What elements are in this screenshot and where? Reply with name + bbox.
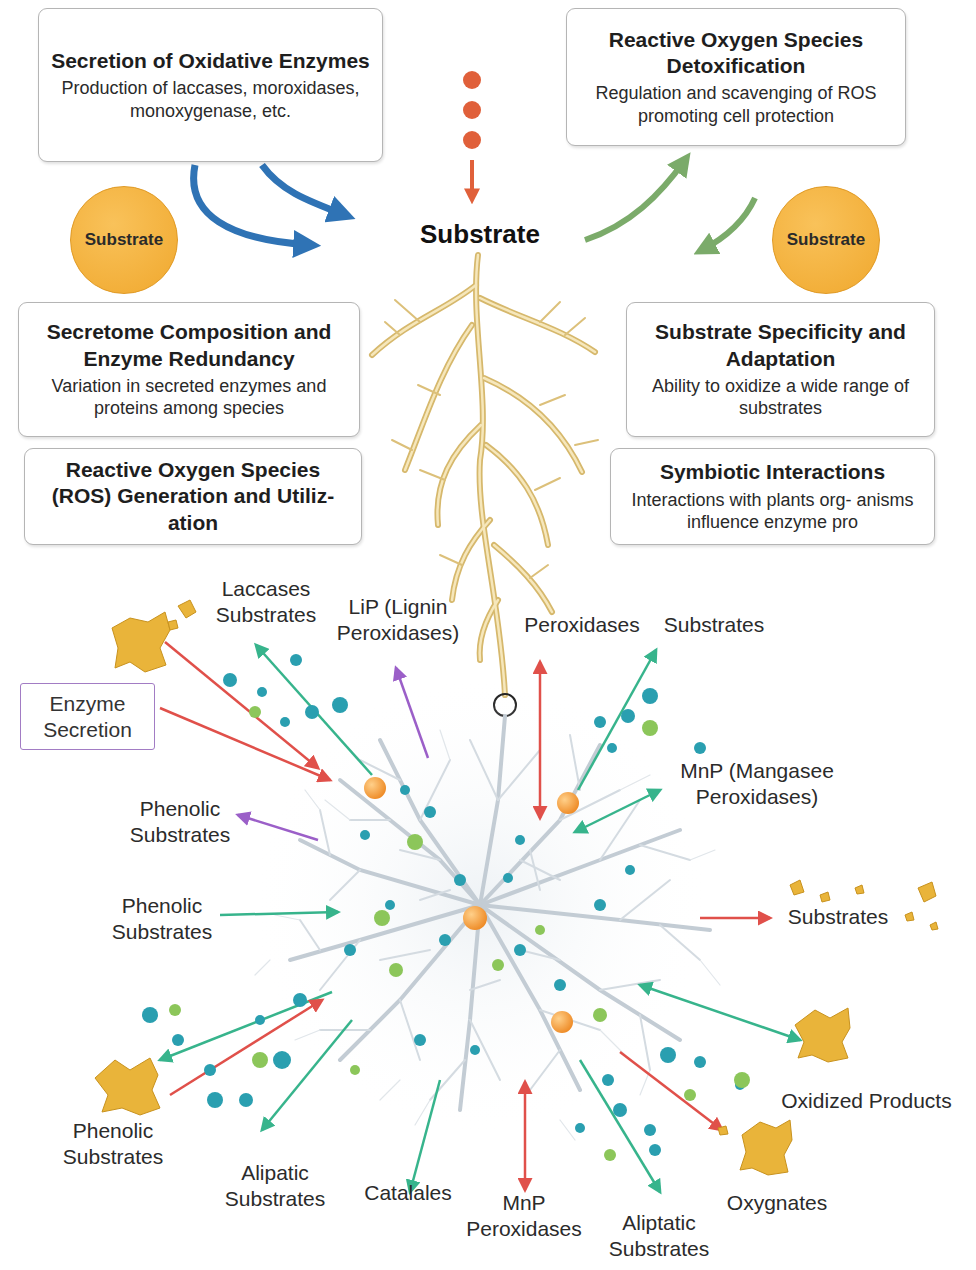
text-label: LiP (Lignin Peroxidases) [322,594,474,647]
text-label: Alipatic Substrates [216,1160,334,1213]
text-label: Aliptatic Substrates [600,1210,718,1263]
node-heading: Secretion of Oxidative Enzymes [51,48,370,74]
enzyme-spheres [364,777,579,1033]
text-label: Catalales [352,1180,464,1206]
flow-arrow [702,198,755,250]
process-box: Secretome Composition and Enzyme Redunda… [18,302,360,437]
node-heading: Substrate [787,230,865,250]
callout-box: Enzyme Secretion [20,683,155,750]
text-label: Laccases Substrates [196,576,336,629]
flow-arrow [585,160,685,240]
text-label: Phenolic Substrates [50,1118,176,1171]
flow-arrow [470,160,474,198]
text-label: Substrates [776,904,900,930]
text-label: Substrates [652,612,776,638]
enzyme-dots [142,654,745,1156]
text-label: MnP (Mangasee Peroxidases) [662,758,852,811]
process-box: Secretion of Oxidative EnzymesProduction… [38,8,383,162]
node-heading: Reactive Oxygen Species (ROS) Generation… [37,457,349,536]
process-box: Reactive Oxygen Species DetoxificationRe… [566,8,906,146]
center-label: Substrate [398,218,562,251]
dot [463,71,481,89]
text-label: Oxygnates [714,1190,840,1216]
node-heading: Substrate Specificity and Adaptation [639,319,922,372]
flow-arrow [262,165,345,215]
enzyme-arrows [160,642,800,1192]
node-heading: Enzyme Secretion [33,691,142,741]
text-label: Peroxidases [512,612,652,638]
text-label: Phenolic Substrates [100,893,224,946]
node-heading: Substrate [85,230,163,250]
node-heading: Symbiotic Interactions [660,459,885,485]
node-body: Regulation and scavenging of ROS promoti… [579,82,893,127]
text-label: MnP Peroxidases [455,1190,593,1243]
dot [463,131,481,149]
substrate-circle: Substrate [772,186,880,294]
node-heading: Secretome Composition and Enzyme Redunda… [31,319,347,372]
process-box: Substrate Specificity and AdaptationAbil… [626,302,935,437]
node-heading: Reactive Oxygen Species Detoxification [579,27,893,80]
text-label: Oxidized Products [764,1088,969,1114]
node-body: Variation in secreted enzymes and protei… [31,375,347,420]
text-label: Phenolic Substrates [116,796,244,849]
substrate-circle: Substrate [70,186,178,294]
flow-arrow [194,165,310,245]
process-box: Symbiotic InteractionsInteractions with … [610,448,935,545]
node-body: Interactions with plants org- anisms inf… [623,489,922,534]
process-box: Reactive Oxygen Species (ROS) Generation… [24,448,362,545]
substrate-particle [95,600,938,1175]
dot [463,101,481,119]
node-body: Production of laccases, moroxidases, mon… [51,77,370,122]
mycelium-glow [250,675,710,1135]
enzyme-dots [169,706,750,1161]
node-body: Ability to oxidize a wide range of subst… [639,375,922,420]
